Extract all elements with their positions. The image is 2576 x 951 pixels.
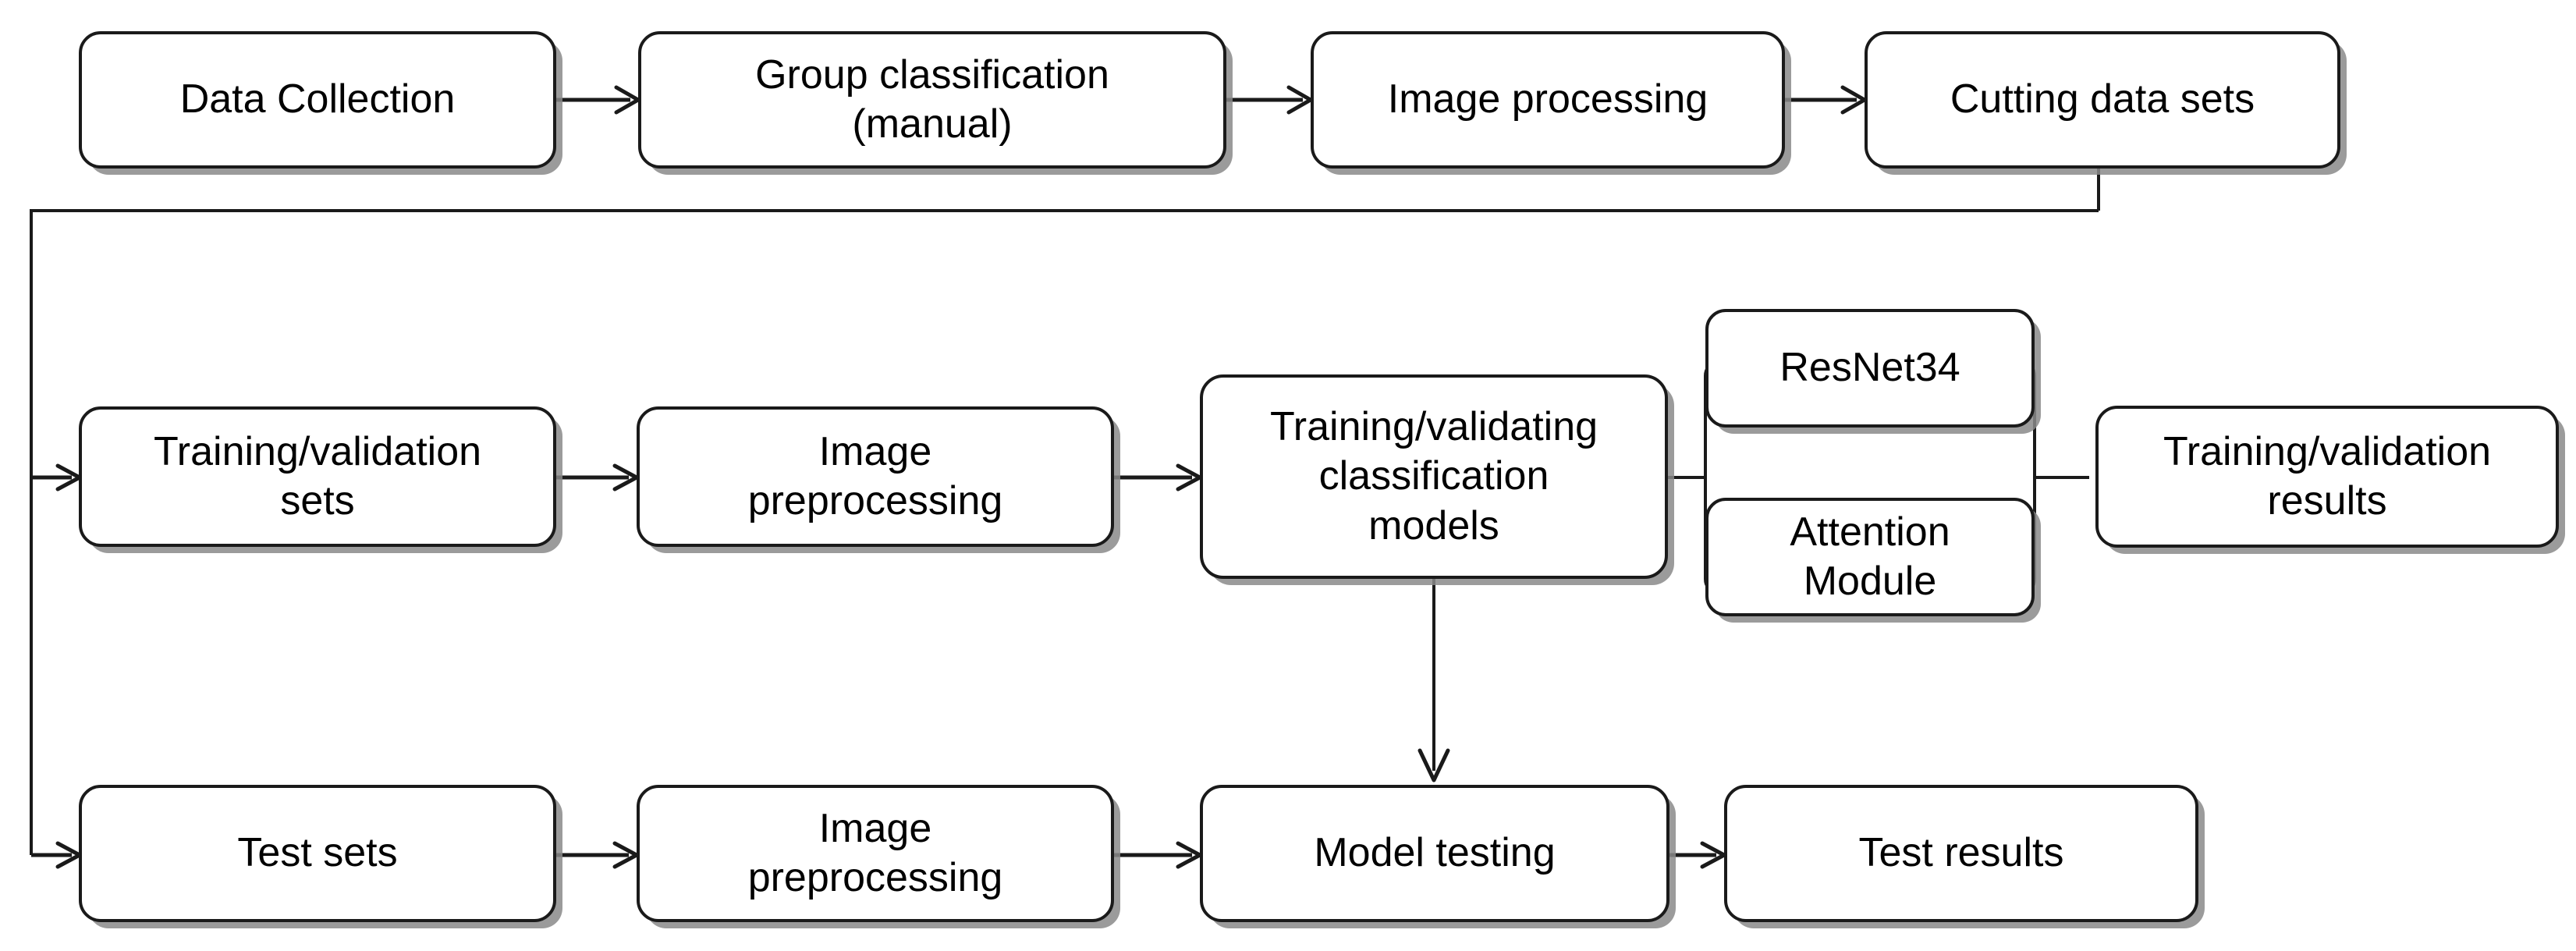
- node-box-attention-module[interactable]: [1705, 498, 2041, 623]
- edge-testsets-to-preprocess: [555, 841, 639, 869]
- node-box-cutting-data-sets[interactable]: [1865, 31, 2347, 175]
- edge-trainsets-to-preprocess: [555, 463, 639, 491]
- node-box-model-testing[interactable]: [1200, 785, 1676, 928]
- edge-rail-to-test-sets: [31, 841, 82, 869]
- node-box-training-validating-models[interactable]: [1200, 374, 1674, 585]
- edge-group-to-processing: [1225, 85, 1313, 115]
- node-box-image-processing[interactable]: [1311, 31, 1791, 175]
- node-box-resnet34[interactable]: [1705, 309, 2041, 434]
- edge-rail-to-training-sets: [31, 463, 82, 491]
- edge-preprocess-to-model-testing: [1112, 841, 1202, 869]
- node-box-image-preprocessing-train[interactable]: [637, 406, 1120, 553]
- edge-collection-to-group: [555, 85, 640, 115]
- node-box-test-sets[interactable]: [79, 785, 562, 928]
- edge-model-testing-to-test-results: [1668, 841, 1726, 869]
- node-box-image-preprocessing-test[interactable]: [637, 785, 1120, 928]
- node-box-training-validation-results[interactable]: [2095, 406, 2565, 554]
- node-box-test-results[interactable]: [1724, 785, 2205, 928]
- node-box-group-classification[interactable]: [638, 31, 1233, 175]
- node-box-training-validation-sets[interactable]: [79, 406, 562, 553]
- edge-processing-to-cutting: [1783, 85, 1867, 115]
- node-box-data-collection[interactable]: [79, 31, 562, 175]
- edge-preprocess-to-models: [1112, 463, 1202, 491]
- edge-models-to-model-testing: [1418, 577, 1450, 782]
